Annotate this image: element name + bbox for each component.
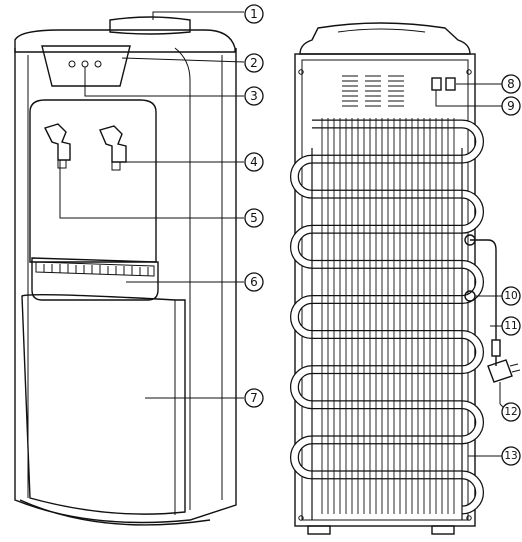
callout-10: 10: [501, 286, 521, 306]
callout-4: 4: [244, 152, 264, 172]
power-cord: [470, 239, 497, 340]
indicator-light-left: [68, 60, 76, 68]
callout-2: 2: [244, 53, 264, 73]
indicator-light-middle: [81, 60, 89, 68]
condenser-coil: [289, 119, 485, 515]
callout-label: 12: [504, 406, 517, 418]
callout-label: 7: [250, 391, 258, 405]
callout-label: 8: [507, 77, 515, 91]
condenser-side-rails: [311, 148, 463, 520]
base: [19, 499, 211, 526]
hot-water-tap: [44, 123, 71, 169]
callout-12: 12: [501, 402, 521, 422]
callout-label: 5: [250, 211, 258, 225]
front-leader-lines: [59, 11, 245, 399]
indicator-light-right: [94, 60, 102, 68]
callout-9: 9: [501, 96, 521, 116]
drip-tray-grille: [43, 264, 149, 276]
cord-clip: [491, 339, 501, 357]
callout-label: 2: [250, 56, 258, 70]
callout-13: 13: [501, 446, 521, 466]
callout-11: 11: [501, 316, 521, 336]
callout-label: 10: [504, 290, 517, 302]
cabinet-inner-edge: [27, 55, 223, 500]
heating-switch: [431, 77, 442, 91]
callout-1: 1: [244, 4, 264, 24]
callout-label: 13: [504, 450, 517, 462]
callout-8: 8: [501, 74, 521, 94]
rear-leader-lines: [435, 83, 507, 457]
ventilation-grille: [342, 75, 404, 107]
front-view: [14, 16, 237, 526]
callout-3: 3: [244, 86, 264, 106]
cabinet-body: [14, 48, 237, 524]
callout-5: 5: [244, 208, 264, 228]
condenser-tube-inner: [291, 120, 483, 514]
tap-recess: [29, 99, 157, 263]
condenser-fins: [311, 118, 463, 520]
power-plug: [487, 359, 513, 383]
cold-water-tap: [99, 125, 127, 171]
callout-7: 7: [244, 388, 264, 408]
control-panel: [41, 45, 131, 87]
callout-6: 6: [244, 272, 264, 292]
callout-label: 1: [250, 7, 258, 21]
rear-view: [289, 22, 521, 535]
callout-label: 4: [250, 155, 258, 169]
rear-foot-right: [431, 525, 455, 535]
rear-top-cover: [299, 22, 471, 55]
storage-cabinet-door: [21, 293, 186, 515]
callout-label: 9: [507, 99, 515, 113]
callout-label: 11: [504, 320, 517, 332]
bottle-seat: [109, 16, 191, 35]
rear-foot-left: [307, 525, 331, 535]
cooling-switch: [445, 77, 456, 91]
top-cover: [14, 29, 236, 53]
callout-label: 6: [250, 275, 258, 289]
callout-label: 3: [250, 89, 258, 103]
